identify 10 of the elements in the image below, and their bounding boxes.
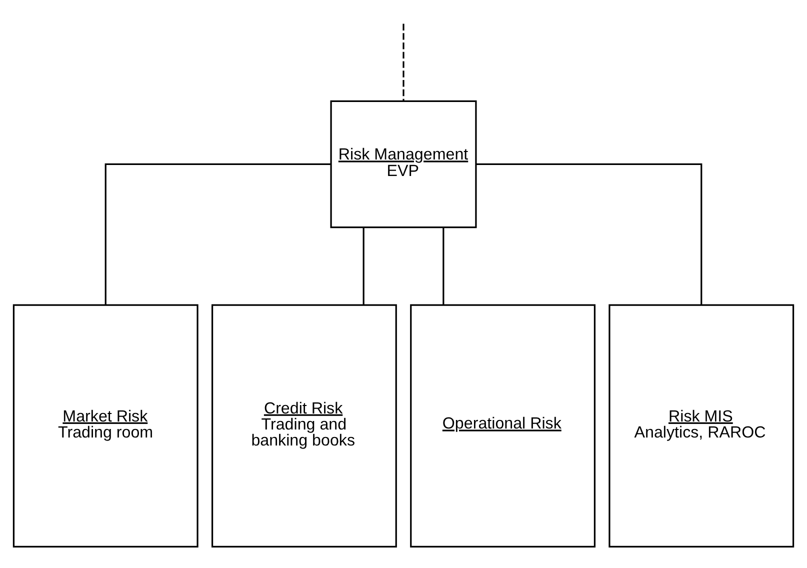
connector [442,227,444,304]
connector [104,162,332,304]
node-box: Risk Management EVP [330,100,477,228]
connector [362,227,364,304]
node-box: Market Risk Trading room [12,304,198,547]
node-box: Credit Risk Trading and banking books [211,304,397,547]
node-box: Operational Risk [410,304,596,547]
node-box: Risk MIS Analytics, RAROC [608,304,794,547]
connector [402,23,404,100]
connector [476,162,702,304]
